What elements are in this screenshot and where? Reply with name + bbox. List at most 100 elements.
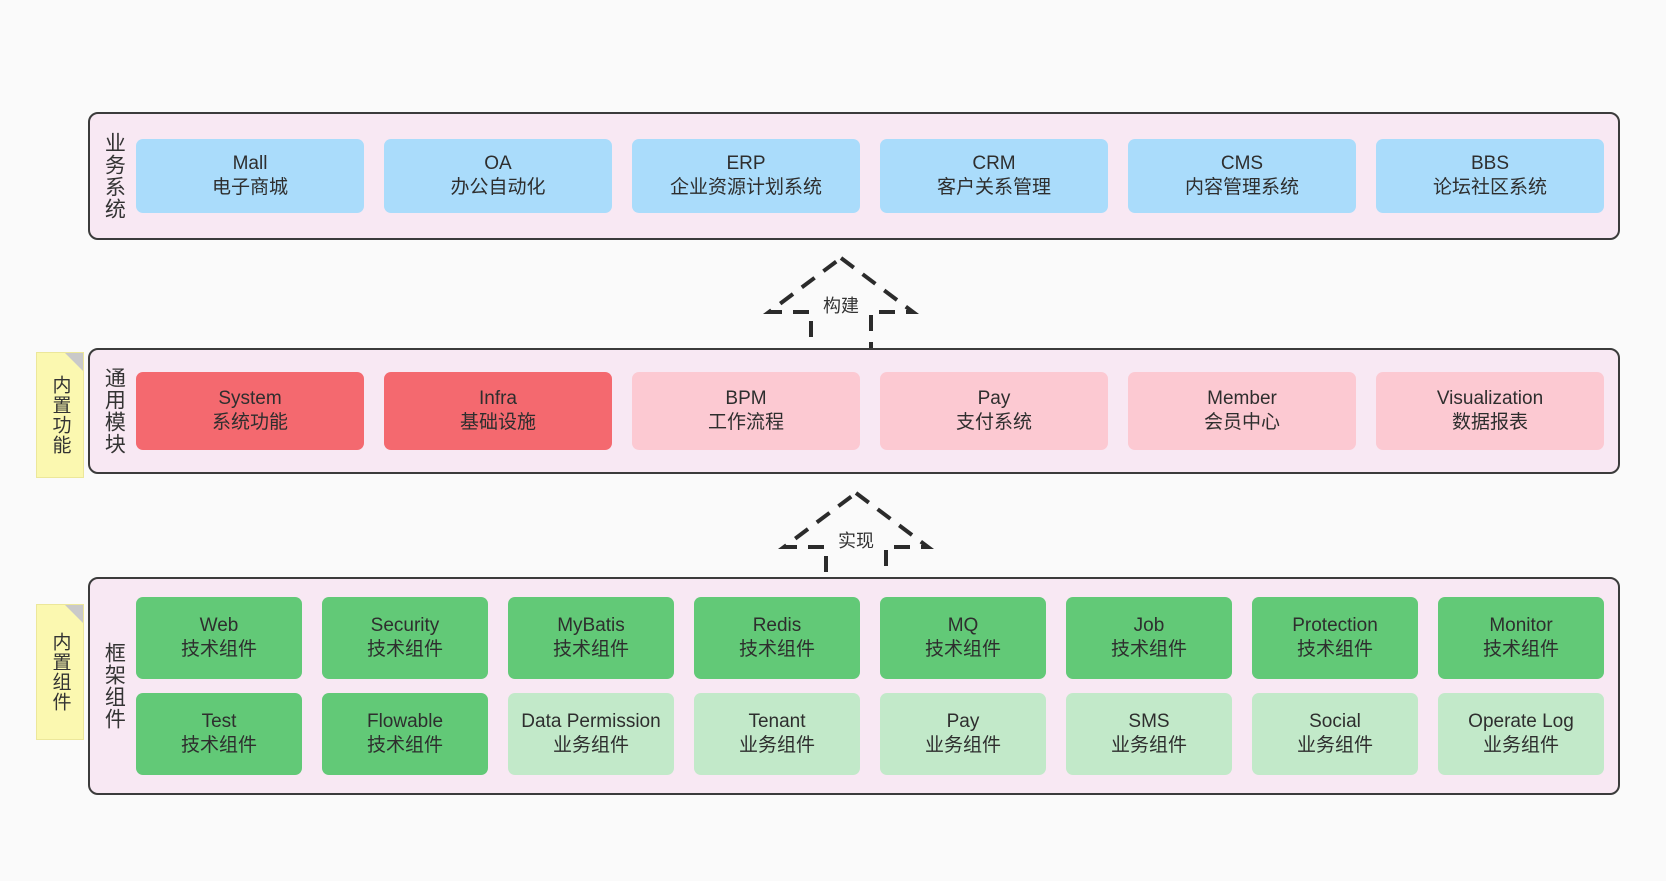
business-item-mall[interactable]: Mall 电子商城 [136, 139, 364, 213]
framework-item-mq[interactable]: MQ 技术组件 [880, 597, 1046, 679]
module-item-visualization[interactable]: Visualization 数据报表 [1376, 372, 1604, 450]
item-desc: 工作流程 [707, 412, 784, 433]
module-item-system[interactable]: System 系统功能 [136, 372, 364, 450]
framework-item-social[interactable]: Social 业务组件 [1252, 693, 1418, 775]
item-name: BPM [725, 387, 767, 409]
item-desc: 技术组件 [552, 639, 629, 660]
business-row: Mall 电子商城 OA 办公自动化 ERP 企业资源计划系统 CRM 客户关系… [136, 139, 1604, 213]
layer-body-business: Mall 电子商城 OA 办公自动化 ERP 企业资源计划系统 CRM 客户关系… [136, 114, 1618, 238]
item-desc: 支付系统 [955, 412, 1032, 433]
item-desc: 技术组件 [924, 639, 1001, 660]
item-desc: 业务组件 [1110, 735, 1187, 756]
item-desc: 技术组件 [180, 735, 257, 756]
item-desc: 业务组件 [1482, 735, 1559, 756]
item-desc: 论坛社区系统 [1432, 177, 1547, 198]
framework-item-sms[interactable]: SMS 业务组件 [1066, 693, 1232, 775]
framework-item-protection[interactable]: Protection 技术组件 [1252, 597, 1418, 679]
business-item-bbs[interactable]: BBS 论坛社区系统 [1376, 139, 1604, 213]
item-name: Pay [977, 387, 1011, 409]
item-name: Protection [1292, 614, 1378, 636]
item-desc: 系统功能 [211, 412, 288, 433]
business-item-erp[interactable]: ERP 企业资源计划系统 [632, 139, 860, 213]
item-name: Flowable [366, 710, 444, 732]
framework-row-business: Test 技术组件 Flowable 技术组件 Data Permission … [136, 693, 1604, 775]
item-name: CMS [1220, 152, 1264, 174]
framework-item-pay[interactable]: Pay 业务组件 [880, 693, 1046, 775]
framework-item-job[interactable]: Job 技术组件 [1066, 597, 1232, 679]
item-name: Pay [946, 710, 980, 732]
item-desc: 技术组件 [738, 639, 815, 660]
framework-row-technical: Web 技术组件 Security 技术组件 MyBatis 技术组件 Redi… [136, 597, 1604, 679]
item-name: Social [1309, 710, 1361, 732]
module-item-bpm[interactable]: BPM 工作流程 [632, 372, 860, 450]
framework-item-tenant[interactable]: Tenant 业务组件 [694, 693, 860, 775]
business-item-oa[interactable]: OA 办公自动化 [384, 139, 612, 213]
item-name: System [218, 387, 282, 409]
framework-item-flowable[interactable]: Flowable 技术组件 [322, 693, 488, 775]
connector-implement-label: 实现 [836, 527, 876, 553]
item-name: Infra [478, 387, 518, 409]
framework-item-data-permission[interactable]: Data Permission 业务组件 [508, 693, 674, 775]
item-desc: 电子商城 [211, 177, 288, 198]
sticky-label: 内置组件 [49, 632, 71, 712]
item-desc: 企业资源计划系统 [669, 177, 822, 198]
sticky-note-builtin-components: 内置组件 [36, 604, 84, 740]
framework-item-redis[interactable]: Redis 技术组件 [694, 597, 860, 679]
layer-title-framework: 框架组件 [102, 642, 126, 730]
item-desc: 办公自动化 [450, 177, 546, 198]
sticky-label: 内置功能 [49, 375, 71, 455]
framework-item-mybatis[interactable]: MyBatis 技术组件 [508, 597, 674, 679]
item-name: Test [201, 710, 237, 732]
item-name: Data Permission [521, 710, 661, 732]
framework-item-monitor[interactable]: Monitor 技术组件 [1438, 597, 1604, 679]
connector-implement: 实现 [776, 490, 936, 587]
item-desc: 技术组件 [180, 639, 257, 660]
item-name: CRM [972, 152, 1016, 174]
item-desc: 客户关系管理 [936, 177, 1051, 198]
framework-item-operate-log[interactable]: Operate Log 业务组件 [1438, 693, 1604, 775]
item-name: SMS [1128, 710, 1170, 732]
layer-body-framework: Web 技术组件 Security 技术组件 MyBatis 技术组件 Redi… [136, 579, 1618, 793]
item-name: Monitor [1489, 614, 1553, 636]
item-desc: 业务组件 [738, 735, 815, 756]
item-desc: 技术组件 [366, 639, 443, 660]
framework-item-test[interactable]: Test 技术组件 [136, 693, 302, 775]
module-item-pay[interactable]: Pay 支付系统 [880, 372, 1108, 450]
framework-item-security[interactable]: Security 技术组件 [322, 597, 488, 679]
module-item-infra[interactable]: Infra 基础设施 [384, 372, 612, 450]
module-item-member[interactable]: Member 会员中心 [1128, 372, 1356, 450]
layer-business-systems: 业务系统 Mall 电子商城 OA 办公自动化 ERP 企业资源计划系统 CRM [88, 112, 1620, 240]
layer-body-modules: System 系统功能 Infra 基础设施 BPM 工作流程 Pay 支付系统… [136, 350, 1618, 472]
layer-title-business: 业务系统 [102, 132, 126, 220]
item-desc: 技术组件 [366, 735, 443, 756]
item-name: Member [1207, 387, 1277, 409]
item-desc: 技术组件 [1482, 639, 1559, 660]
item-desc: 业务组件 [552, 735, 629, 756]
item-desc: 会员中心 [1203, 412, 1280, 433]
connector-build-label: 构建 [821, 292, 861, 318]
item-desc: 内容管理系统 [1184, 177, 1299, 198]
layer-framework-components: 框架组件 Web 技术组件 Security 技术组件 MyBatis 技术组件… [88, 577, 1620, 795]
item-desc: 业务组件 [1296, 735, 1373, 756]
item-name: BBS [1470, 152, 1510, 174]
item-name: Mall [232, 152, 268, 174]
item-name: Tenant [748, 710, 806, 732]
modules-row: System 系统功能 Infra 基础设施 BPM 工作流程 Pay 支付系统… [136, 372, 1604, 450]
folded-corner-icon [65, 353, 83, 371]
item-name: Job [1133, 614, 1165, 636]
item-name: Security [370, 614, 440, 636]
item-name: MyBatis [557, 614, 625, 636]
business-item-crm[interactable]: CRM 客户关系管理 [880, 139, 1108, 213]
item-name: ERP [726, 152, 766, 174]
item-desc: 业务组件 [924, 735, 1001, 756]
connector-build: 构建 [761, 255, 921, 352]
business-item-cms[interactable]: CMS 内容管理系统 [1128, 139, 1356, 213]
item-desc: 基础设施 [459, 412, 536, 433]
item-desc: 技术组件 [1110, 639, 1187, 660]
sticky-note-builtin-features: 内置功能 [36, 352, 84, 478]
framework-item-web[interactable]: Web 技术组件 [136, 597, 302, 679]
item-desc: 技术组件 [1296, 639, 1373, 660]
item-name: Redis [752, 614, 802, 636]
item-name: OA [484, 152, 512, 174]
